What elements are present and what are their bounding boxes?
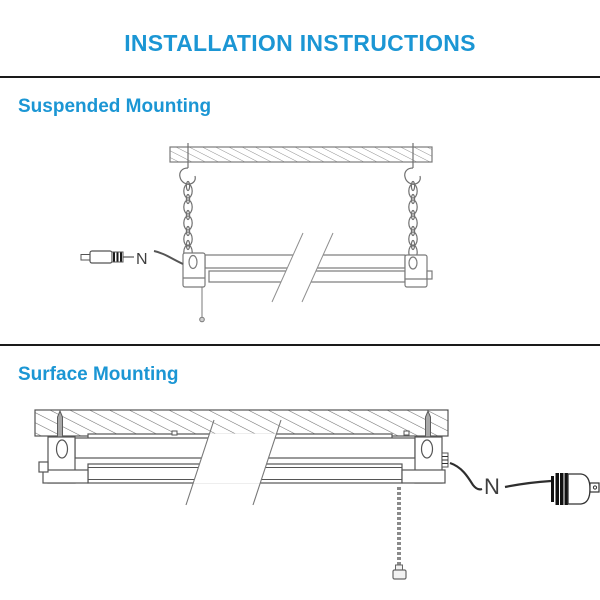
pull-cord xyxy=(199,287,205,323)
page-title: INSTALLATION INSTRUCTIONS xyxy=(124,30,476,56)
suspended-mounting-diagram: N xyxy=(80,142,433,323)
chain-hole-right xyxy=(408,256,418,270)
screw-hole-left xyxy=(55,439,69,459)
power-cord xyxy=(153,250,184,265)
surface-mounting-heading: Surface Mounting xyxy=(18,364,179,385)
break-marks xyxy=(271,232,334,303)
cord-to-plug xyxy=(504,479,552,489)
top-divider xyxy=(0,76,600,78)
end-cap-right-foot xyxy=(401,469,446,484)
plug-body xyxy=(89,250,113,264)
connector-nub-left xyxy=(38,461,49,473)
end-cap-left-foot xyxy=(42,469,89,484)
pull-chain xyxy=(392,487,407,580)
ceiling xyxy=(34,409,449,437)
chain-hole-left xyxy=(188,254,198,270)
power-plug xyxy=(551,473,600,505)
neutral-wire-label: N xyxy=(484,474,500,499)
plug-prong xyxy=(589,482,600,493)
screw-hole-right xyxy=(420,439,434,459)
power-cord xyxy=(449,461,483,491)
suspended-mounting-section: Suspended Mounting xyxy=(0,96,600,340)
plug-body xyxy=(567,473,591,505)
neutral-wire-label: N xyxy=(136,251,148,268)
pull-chain-end xyxy=(392,569,407,580)
power-plug xyxy=(80,250,134,264)
surface-mounting-diagram: N xyxy=(34,409,600,580)
plug-prong xyxy=(80,254,91,261)
suspended-mounting-heading: Suspended Mounting xyxy=(18,96,212,117)
surface-mounting-section: Surface Mounting xyxy=(0,364,600,600)
ceiling xyxy=(169,146,433,163)
break-marks xyxy=(185,419,282,506)
middle-divider xyxy=(0,344,600,346)
connector-nub xyxy=(426,270,433,280)
